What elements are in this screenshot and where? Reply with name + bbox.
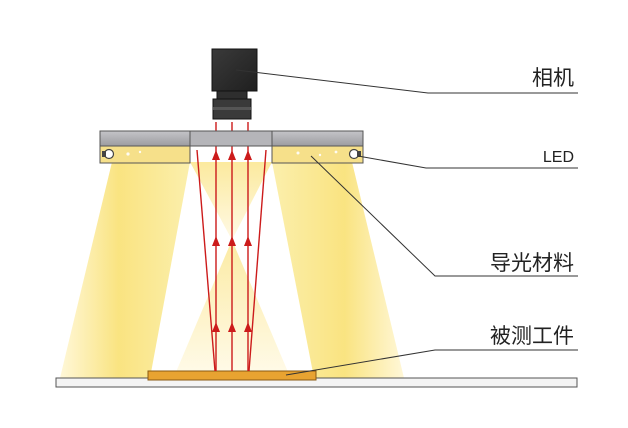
light-guide-label: 导光材料 <box>490 251 574 275</box>
light-beams <box>60 162 404 378</box>
ray-arrowheads <box>212 150 252 332</box>
ray-3-arrow-low <box>244 322 252 332</box>
right-light-guide <box>271 145 364 164</box>
ray-1-arrow-top <box>212 150 220 160</box>
left-incident-ray <box>196 149 216 372</box>
camera-body <box>211 48 258 92</box>
right-incident-ray <box>248 149 267 372</box>
camera <box>211 48 258 120</box>
camera-leader-line <box>235 69 578 94</box>
workpiece-leader-line <box>285 349 578 376</box>
ray-1-arrow-low <box>212 322 220 332</box>
camera-lens-ring <box>213 107 251 110</box>
ray-2-arrow-top <box>228 150 236 160</box>
led-label: LED <box>543 149 574 166</box>
camera-lens-mount <box>216 90 248 100</box>
left-inner-light-beam <box>190 162 272 240</box>
left-light-guide <box>99 145 191 164</box>
right-led-icon <box>348 148 361 160</box>
left-led-icon <box>102 148 115 160</box>
workpiece-block <box>147 370 317 381</box>
camera-label: 相机 <box>532 66 574 90</box>
ray-1-arrow-mid <box>212 236 220 246</box>
leader-lines <box>235 69 578 376</box>
led-leader-line <box>357 155 578 169</box>
left-outer-light-beam <box>60 162 190 378</box>
light-sparkles <box>126 150 338 157</box>
right-outer-light-beam <box>272 162 404 378</box>
ray-2-arrow-mid <box>228 236 236 246</box>
ring-light-housing <box>99 130 364 164</box>
ray-2-arrow-low <box>228 322 236 332</box>
ring-light-center-opening <box>189 130 273 147</box>
ray-3-arrow-mid <box>244 236 252 246</box>
light-guide-leader-line <box>310 155 578 277</box>
workpiece-label: 被测工件 <box>490 324 574 348</box>
ray-3-arrow-top <box>244 150 252 160</box>
